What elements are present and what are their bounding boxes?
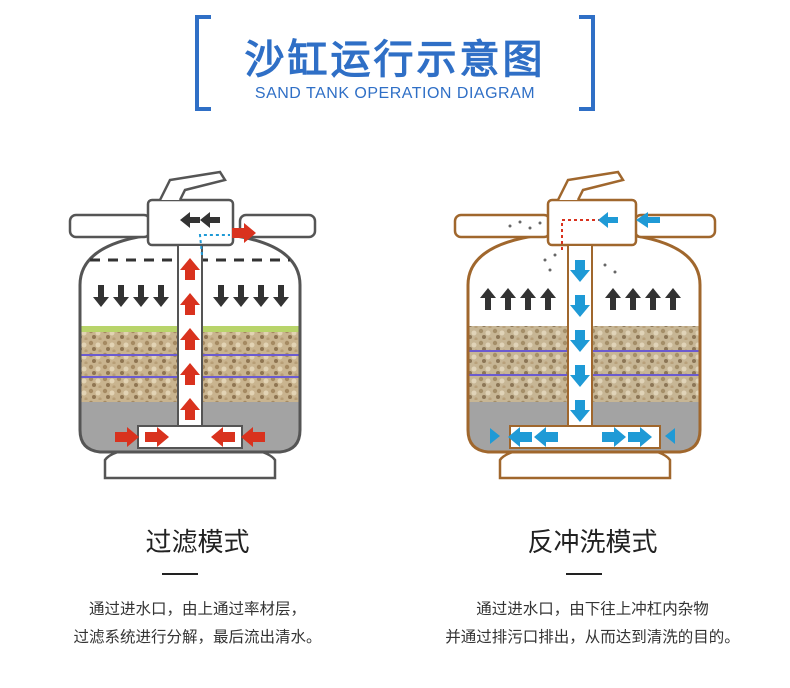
downflow-arrows — [93, 285, 289, 307]
filter-description: 通过进水口，由上通过率材层， 过滤系统进行分解，最后流出清水。 — [0, 595, 395, 651]
tank-outline — [466, 233, 702, 454]
backwash-desc-line2: 并通过排污口排出，从而达到清洗的目的。 — [445, 628, 740, 646]
tank-outline — [78, 233, 302, 454]
filter-title-divider — [162, 573, 198, 575]
drain-pipe — [453, 213, 552, 239]
inlet-pipe — [68, 213, 152, 239]
page-subtitle: SAND TANK OPERATION DIAGRAM — [254, 85, 536, 102]
header-bracket-left — [195, 15, 211, 111]
upflow-arrows — [480, 288, 681, 310]
filter-desc-line1: 通过进水口，由上通过率材层， — [88, 600, 306, 618]
backwash-mode-title: 反冲洗模式 — [527, 528, 658, 558]
filter-desc-line2: 过滤系统进行分解，最后流出清水。 — [73, 628, 322, 646]
filter-mode-diagram — [68, 170, 317, 480]
valve-head — [546, 198, 638, 247]
backwash-desc-line1: 通过进水口，由下往上冲杠内杂物 — [476, 600, 709, 618]
backwash-description: 通过进水口，由下往上冲杠内杂物 并通过排污口排出，从而达到清洗的目的。 — [395, 595, 790, 651]
header-bracket-right — [579, 15, 595, 111]
header: 沙缸运行示意图 SAND TANK OPERATION DIAGRAM — [195, 15, 595, 113]
valve-handle — [158, 170, 227, 201]
filtered-water-arrows — [115, 223, 265, 447]
filter-mode-title: 过滤模式 — [145, 528, 250, 558]
backwash-mode-diagram — [453, 170, 717, 480]
backwash-water-arrows — [490, 212, 675, 447]
valve-handle — [556, 170, 625, 201]
page-title: 沙缸运行示意图 — [244, 37, 546, 83]
backwash-title-divider — [566, 573, 602, 575]
outlet-pipe — [238, 213, 317, 239]
